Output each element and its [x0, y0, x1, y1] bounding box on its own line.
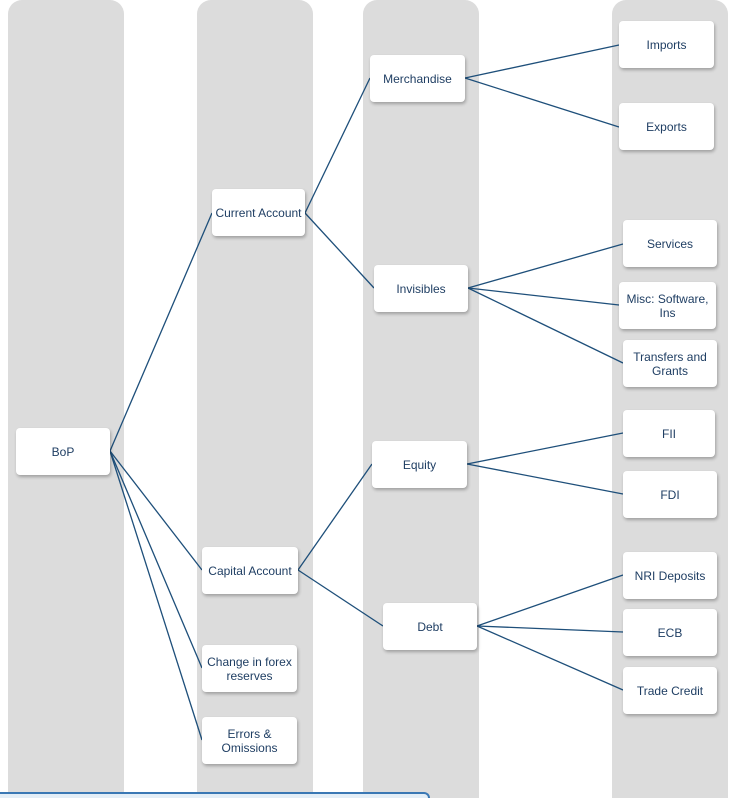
- column-level-3: [363, 0, 479, 798]
- node-fdi: FDI: [623, 471, 717, 518]
- node-fii: FII: [623, 410, 715, 457]
- node-nri-deposits: NRI Deposits: [623, 552, 717, 599]
- node-current-account: Current Account: [212, 189, 305, 236]
- connector-equity-fii: [466, 432, 624, 465]
- connector-bop-current-account: [109, 212, 213, 452]
- connector-current-merchandise: [304, 77, 371, 214]
- connector-invisibles-services: [467, 243, 624, 289]
- connector-debt-nri: [476, 574, 624, 627]
- connector-invisibles-transfers: [467, 287, 624, 364]
- node-invisibles: Invisibles: [374, 265, 468, 312]
- connector-bop-capital-account: [109, 450, 203, 571]
- connector-equity-fdi: [466, 463, 624, 495]
- node-bop: BoP: [16, 428, 110, 475]
- column-level-1: [8, 0, 124, 798]
- node-services: Services: [623, 220, 717, 267]
- connector-current-invisibles: [304, 212, 375, 289]
- node-imports: Imports: [619, 21, 714, 68]
- node-debt: Debt: [383, 603, 477, 650]
- node-change-in-forex-reserves: Change in forex reserves: [202, 645, 297, 692]
- connector-merchandise-imports: [464, 44, 620, 79]
- connector-capital-equity: [297, 463, 373, 571]
- connector-capital-debt: [297, 569, 384, 627]
- connector-debt-trade-credit: [476, 625, 624, 691]
- node-trade-credit: Trade Credit: [623, 667, 717, 714]
- connector-invisibles-misc: [467, 287, 620, 306]
- node-exports: Exports: [619, 103, 714, 150]
- node-errors-omissions: Errors & Omissions: [202, 717, 297, 764]
- connector-debt-ecb: [476, 625, 624, 633]
- node-ecb: ECB: [623, 609, 717, 656]
- node-capital-account: Capital Account: [202, 547, 298, 594]
- connector-bop-errors-omissions: [109, 450, 203, 741]
- connector-bop-forex-reserves: [109, 450, 203, 669]
- connector-merchandise-exports: [464, 77, 620, 128]
- bottom-accent-bar: [0, 792, 430, 798]
- node-equity: Equity: [372, 441, 467, 488]
- node-transfers-and-grants: Transfers and Grants: [623, 340, 717, 387]
- node-misc-software-ins: Misc: Software, Ins: [619, 282, 716, 329]
- node-merchandise: Merchandise: [370, 55, 465, 102]
